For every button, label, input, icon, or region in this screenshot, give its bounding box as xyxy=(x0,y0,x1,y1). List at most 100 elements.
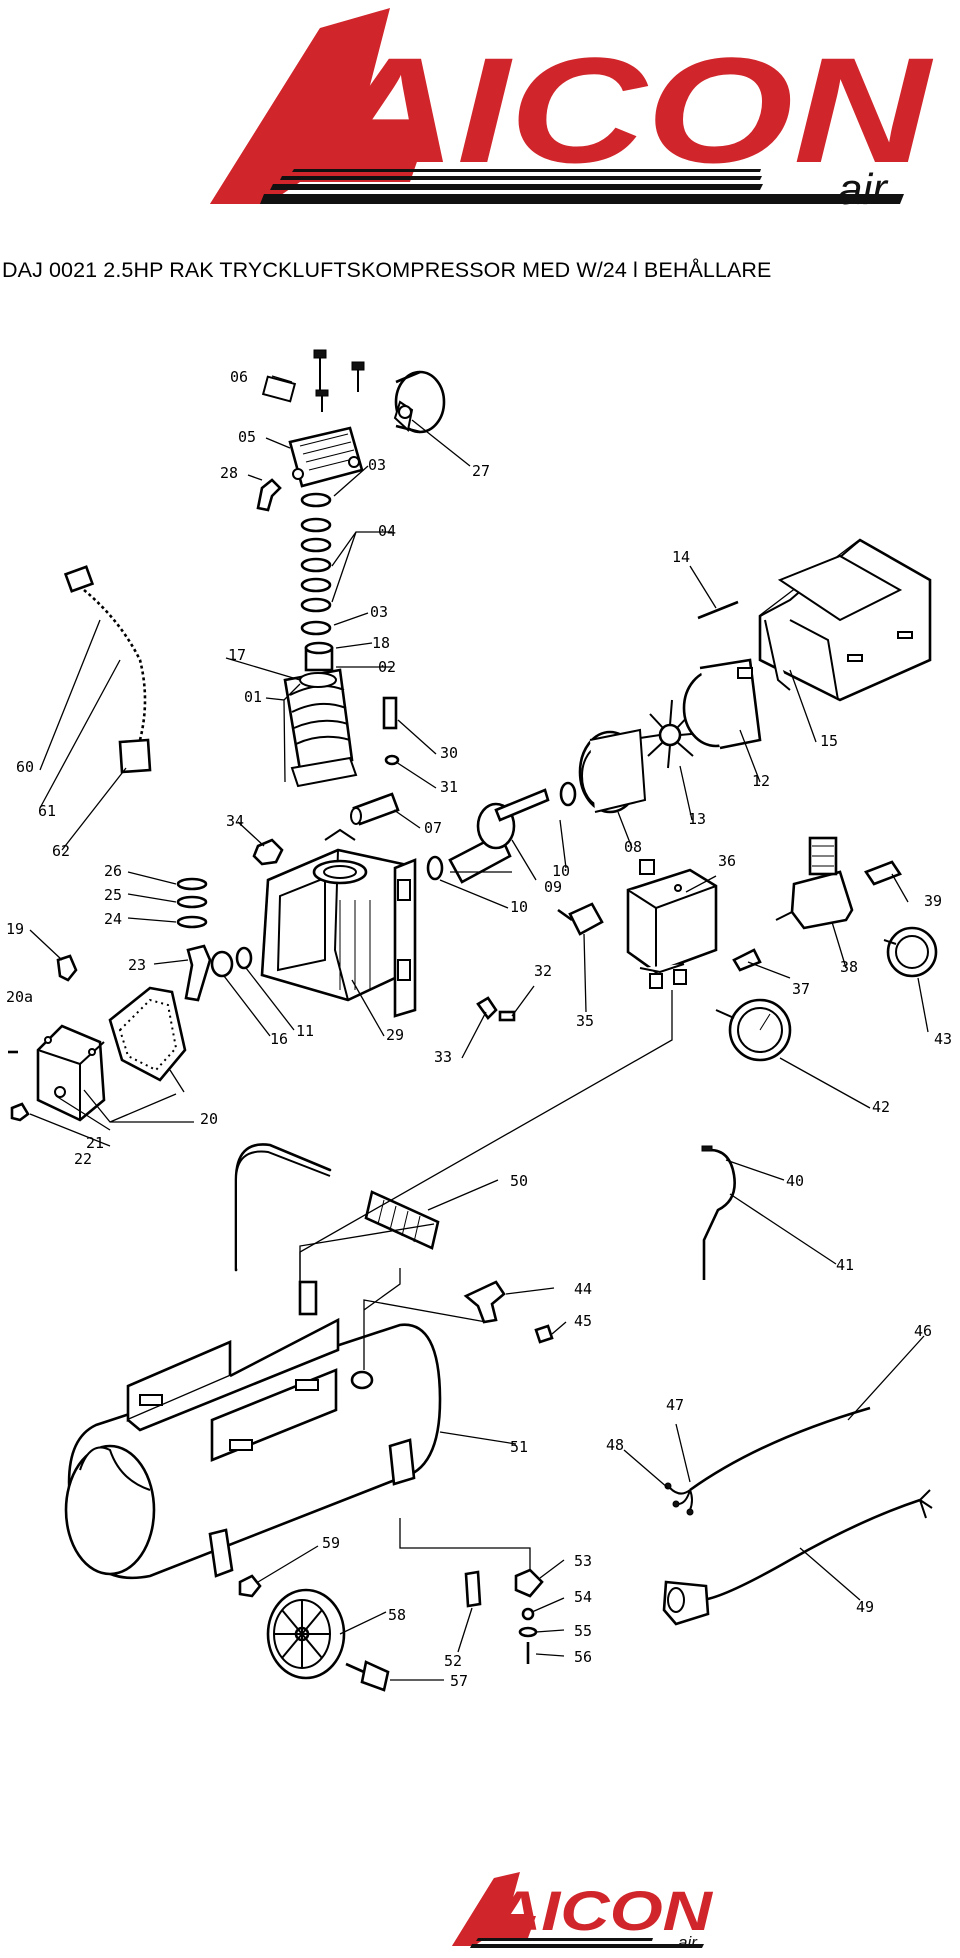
plug-45 xyxy=(534,1324,554,1344)
part-label: 54 xyxy=(574,1588,592,1606)
part-label: 31 xyxy=(440,778,458,796)
part-label: 21 xyxy=(86,1134,104,1152)
part-label: 24 xyxy=(104,910,122,928)
part-label: 05 xyxy=(238,428,256,446)
part-label: 03 xyxy=(368,456,386,474)
part-label: 49 xyxy=(856,1598,874,1616)
part-label: 59 xyxy=(322,1534,340,1552)
part-label: 33 xyxy=(434,1048,452,1066)
logo-wordmark-small: AICON xyxy=(490,1879,714,1942)
part-label: 57 xyxy=(450,1672,468,1690)
piston-02 xyxy=(304,641,334,672)
part-label: 36 xyxy=(718,852,736,870)
fan-13 xyxy=(639,699,703,769)
pressure-switch-36 xyxy=(626,859,718,989)
part-label: 16 xyxy=(270,1030,288,1048)
tube-40-41 xyxy=(701,1145,736,1280)
shroud-15 xyxy=(758,538,932,702)
head-bolts xyxy=(261,349,365,412)
elbow-28 xyxy=(256,478,282,512)
elbow-44 xyxy=(463,1280,506,1324)
logo-sub: air xyxy=(838,165,889,214)
part-label: 46 xyxy=(914,1322,932,1340)
part-label: 47 xyxy=(666,1396,684,1414)
part-label: 20a xyxy=(6,988,33,1006)
aicon-logo: AICON air xyxy=(210,8,933,214)
part-label: 04 xyxy=(378,522,396,540)
aicon-logo-small: AICON air xyxy=(452,1872,714,1950)
part-label: 11 xyxy=(296,1022,314,1040)
gauge-42 xyxy=(715,998,792,1062)
part-label: 48 xyxy=(606,1436,624,1454)
part-label: 25 xyxy=(104,886,122,904)
bearing-10b xyxy=(559,781,577,807)
part-label: 30 xyxy=(440,744,458,762)
part-label: 10 xyxy=(510,898,528,916)
part-label: 06 xyxy=(230,368,248,386)
part-label: 50 xyxy=(510,1172,528,1190)
part-label: 20 xyxy=(200,1110,218,1128)
part-label: 08 xyxy=(624,838,642,856)
cord-plug-49 xyxy=(662,1489,933,1626)
eccentric-16 xyxy=(210,950,234,978)
part-label: 44 xyxy=(574,1280,592,1298)
part-label: 18 xyxy=(372,634,390,652)
fitting-19 xyxy=(56,954,78,982)
part-label: 10 xyxy=(552,862,570,880)
part-label: 22 xyxy=(74,1150,92,1168)
part-label: 58 xyxy=(388,1606,406,1624)
bearing-10a xyxy=(426,855,444,881)
part-label: 03 xyxy=(370,603,388,621)
pin-07 xyxy=(350,792,400,826)
rings-24-26 xyxy=(176,877,208,929)
foot-53-56 xyxy=(514,1568,544,1664)
part-label: 41 xyxy=(836,1256,854,1274)
part-label: 51 xyxy=(510,1438,528,1456)
gasket-20 xyxy=(108,986,187,1082)
leader-lines xyxy=(29,375,929,1681)
cord-46-48 xyxy=(664,1406,871,1516)
nut-22 xyxy=(10,1102,30,1122)
document-title: DAJ 0021 2.5HP RAK TRYCKLUFTSKOMPRESSOR … xyxy=(2,258,772,282)
part-label: 01 xyxy=(244,688,262,706)
part-label: 39 xyxy=(924,892,942,910)
check-valve-35 xyxy=(557,902,604,936)
crankshaft-assembly xyxy=(426,538,932,884)
part-label: 40 xyxy=(786,1172,804,1190)
part-label: 28 xyxy=(220,464,238,482)
part-label: 02 xyxy=(378,658,396,676)
part-label: 56 xyxy=(574,1648,592,1666)
wheel-58 xyxy=(266,1588,346,1680)
cylinder-head-05 xyxy=(288,426,364,488)
part-label: 35 xyxy=(576,1012,594,1030)
wrist-pin-30 xyxy=(382,696,398,730)
part-label: 15 xyxy=(820,732,838,750)
part-label: 14 xyxy=(672,548,690,566)
part-label: 13 xyxy=(688,810,706,828)
logo-swoosh xyxy=(210,8,904,204)
valve-52 xyxy=(464,1570,482,1608)
bearing-11 xyxy=(235,946,253,970)
logo-sub-small: air xyxy=(678,1933,698,1950)
bolt-57-shank xyxy=(345,1662,365,1674)
part-label: 26 xyxy=(104,862,122,880)
quick-coupler-39 xyxy=(864,860,902,886)
part-label: 42 xyxy=(872,1098,890,1116)
part-label: 45 xyxy=(574,1312,592,1330)
fan-cover-12 xyxy=(682,658,762,750)
air-filter-27 xyxy=(393,370,446,434)
part-label: 29 xyxy=(386,1026,404,1044)
part-label: 37 xyxy=(792,980,810,998)
part-label: 43 xyxy=(934,1030,952,1048)
part-label: 61 xyxy=(38,802,56,820)
rotor-08 xyxy=(578,728,647,814)
part-label: 55 xyxy=(574,1622,592,1640)
screw-14 xyxy=(697,600,739,620)
part-label: 19 xyxy=(6,920,24,938)
outlet-hose xyxy=(63,565,152,774)
regulator-38 xyxy=(775,836,854,930)
cylinder-01 xyxy=(283,668,358,788)
connecting-rod-23 xyxy=(184,944,212,1002)
part-label: 09 xyxy=(544,878,562,896)
crankshaft-09 xyxy=(448,788,550,884)
